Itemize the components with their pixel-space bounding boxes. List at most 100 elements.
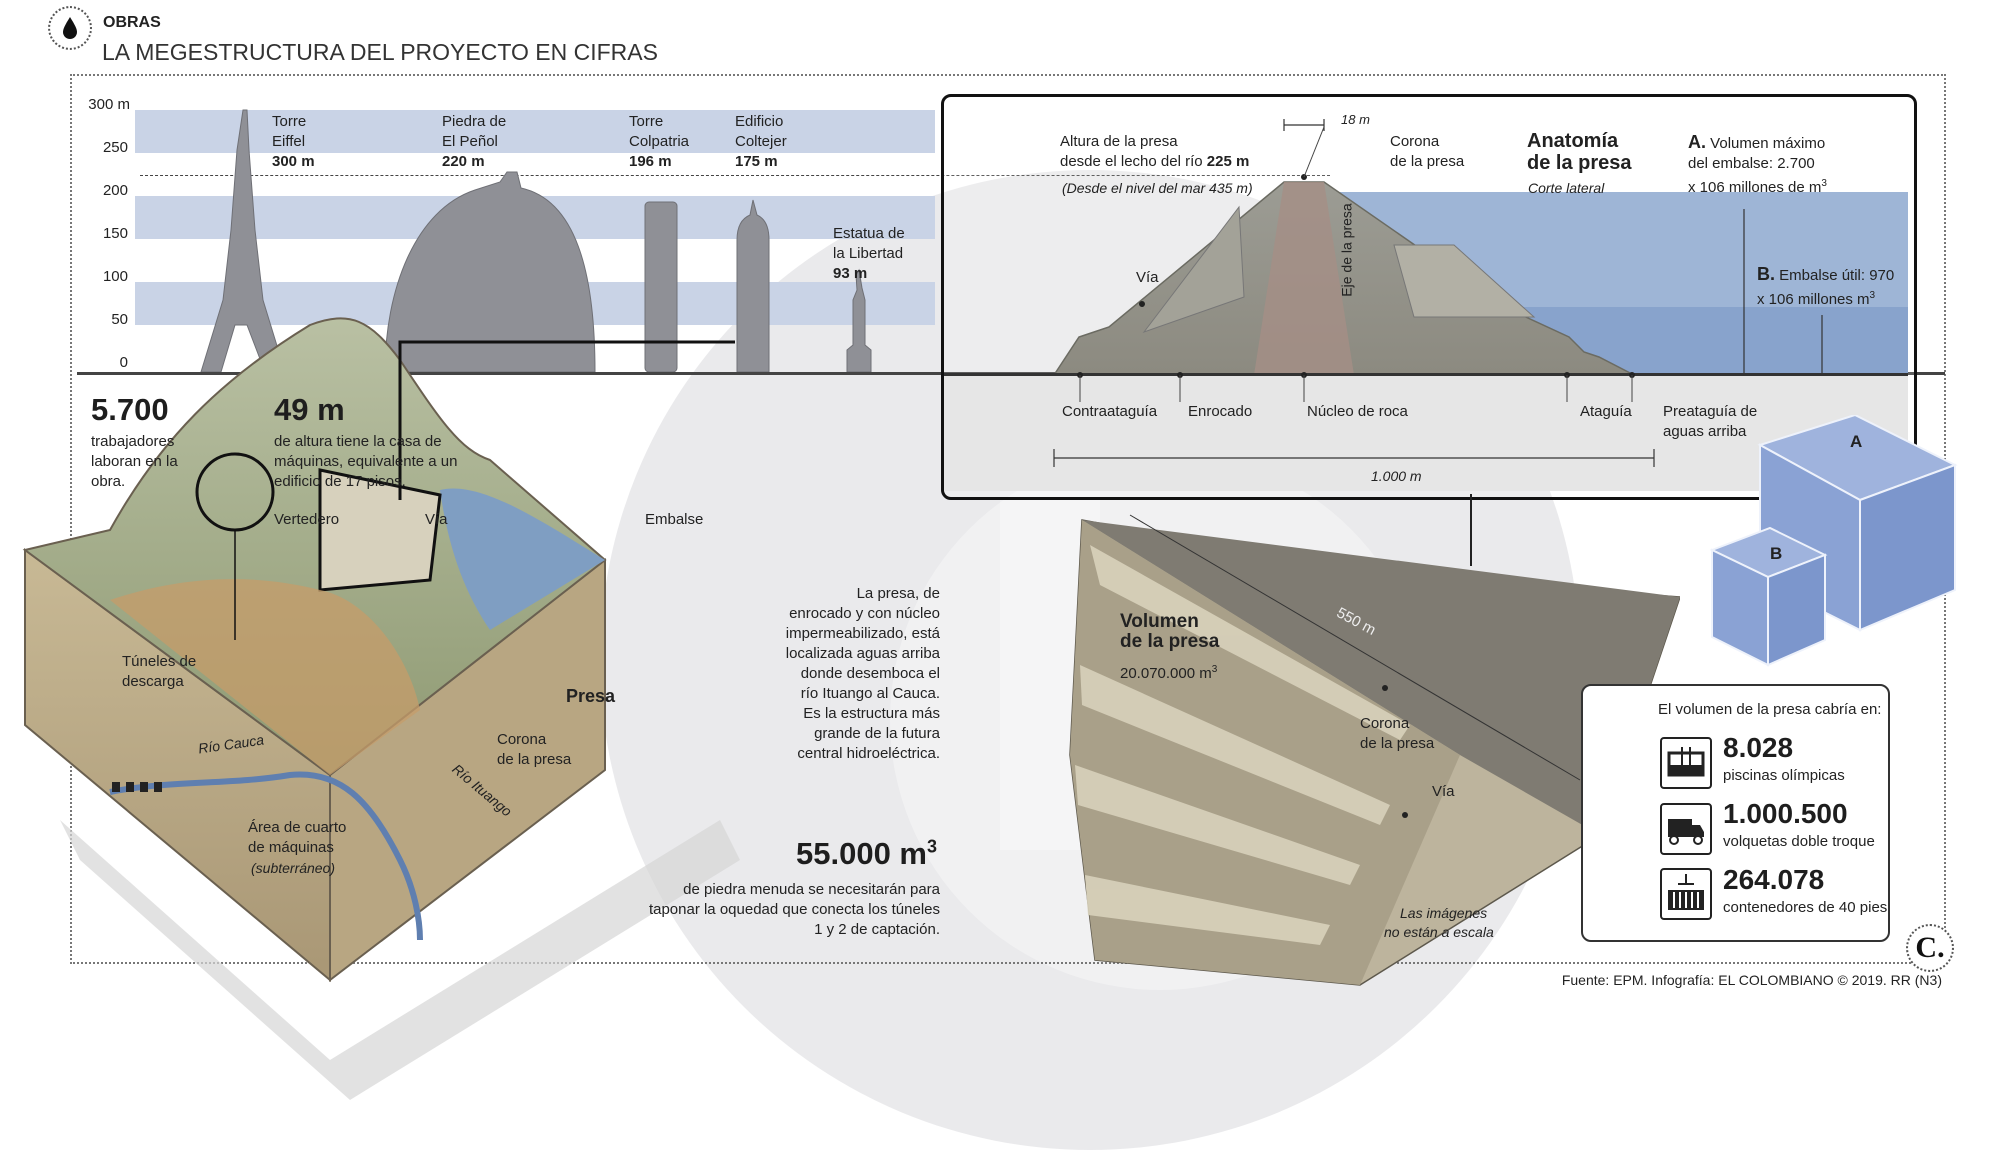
anatomy-preataguia-2: aguas arriba <box>1663 423 1747 440</box>
workers-number: 5.700 <box>91 392 169 427</box>
stone-volume-number: 55.000 m3 <box>796 836 938 871</box>
stone-text-1: de piedra menuda se necesitarán para <box>683 881 940 898</box>
anatomy-ataguia: Ataguía <box>1580 403 1632 420</box>
volume-corona-2: de la presa <box>1360 735 1435 752</box>
scale-note-1: Las imágenes <box>1400 905 1488 921</box>
label-eiffel-height: 300 m <box>272 153 315 170</box>
comparison-title: El volumen de la presa cabría en: <box>1658 701 1882 718</box>
machine-house-number: 49 m <box>274 392 345 427</box>
label-liberty-height: 93 m <box>833 265 868 282</box>
label-corona-terrain-1: Corona <box>497 731 547 748</box>
section-label: OBRAS <box>103 14 161 31</box>
y-tick-50: 50 <box>111 311 128 328</box>
label-tuneles-1: Túneles de <box>122 653 197 670</box>
volume-value: 20.070.000 m3 <box>1120 664 1218 682</box>
workers-text-1: trabajadores <box>91 433 175 450</box>
comparison-box <box>1581 684 1890 942</box>
statue-of-liberty-silhouette <box>846 268 872 373</box>
anatomy-subtitle: Corte lateral <box>1528 180 1605 196</box>
volume-corona-1: Corona <box>1360 715 1410 732</box>
anatomy-height-2: desde el lecho del río 225 m <box>1060 153 1250 170</box>
label-vertedero: Vertedero <box>274 511 340 528</box>
vol-a-line-1: A. Volumen máximo <box>1688 132 1826 152</box>
comparison-label-1: piscinas olímpicas <box>1723 767 1845 784</box>
coltejer-building-silhouette <box>736 199 770 373</box>
comparison-label-3: contenedores de 40 pies <box>1723 899 1888 916</box>
vol-b-line-2: x 106 millones m3 <box>1757 290 1876 308</box>
comparison-value-3: 264.078 <box>1723 864 1825 895</box>
cube-b-label: B <box>1770 544 1783 563</box>
description-2: enrocado y con núcleo <box>789 605 940 622</box>
label-coltejer-2: Coltejer <box>735 133 787 150</box>
description-4: localizada aguas arriba <box>785 645 940 662</box>
penol-rock-silhouette <box>384 171 596 373</box>
vol-a-line-3: x 106 millones de m3 <box>1688 178 1827 196</box>
description-5: donde desemboca el <box>800 665 940 682</box>
label-area-maquinas-3: (subterráneo) <box>251 860 336 876</box>
pool-icon <box>1660 737 1712 789</box>
volume-via: Vía <box>1432 783 1455 800</box>
dam-cross-section <box>944 119 1908 491</box>
stone-text-3: 1 y 2 de captación. <box>814 921 940 938</box>
label-coltejer-1: Edificio <box>735 113 784 130</box>
comparison-value-1: 8.028 <box>1723 732 1794 763</box>
label-embalse: Embalse <box>645 511 704 528</box>
label-liberty-1: Estatua de <box>833 225 905 242</box>
label-penol-2: El Peñol <box>442 133 498 150</box>
height-reference-line <box>140 175 1330 176</box>
anatomy-preataguia-1: Preataguía de <box>1663 403 1758 420</box>
label-penol-height: 220 m <box>442 153 485 170</box>
anatomy-height-1: Altura de la presa <box>1060 133 1178 150</box>
page-title: LA MEGESTRUCTURA DEL PROYECTO EN CIFRAS <box>102 39 658 65</box>
cube-a-label: A <box>1850 432 1863 451</box>
description-3: impermeabilizado, está <box>785 625 940 642</box>
y-tick-250: 250 <box>102 139 128 156</box>
label-area-maquinas-2: de máquinas <box>248 839 334 856</box>
anatomy-corona-1: Corona <box>1390 133 1440 150</box>
volume-title-2: de la presa <box>1120 631 1220 652</box>
anatomy-via: Vía <box>1136 269 1159 286</box>
anatomy-eje: Eje de la presa <box>1338 203 1355 297</box>
label-colpatria-2: Colpatria <box>629 133 690 150</box>
anatomy-down-arrow <box>1470 494 1472 566</box>
description-9: central hidroeléctrica. <box>797 745 940 762</box>
container-icon <box>1660 868 1712 920</box>
label-area-maquinas-1: Área de cuarto <box>248 819 347 836</box>
label-presa: Presa <box>566 686 616 706</box>
label-colpatria-1: Torre <box>629 113 664 130</box>
y-tick-100: 100 <box>102 268 128 285</box>
label-eiffel-2: Eiffel <box>272 133 306 150</box>
label-penol-1: Piedra de <box>442 113 507 130</box>
anatomy-contraataguia: Contraataguía <box>1062 403 1158 420</box>
label-liberty-2: la Libertad <box>833 245 904 262</box>
terrain-illustration <box>22 317 740 1100</box>
section-icon <box>48 6 92 50</box>
label-colpatria-height: 196 m <box>629 153 672 170</box>
anatomy-title-1: Anatomía <box>1527 130 1619 152</box>
label-tuneles-2: descarga <box>122 673 184 690</box>
comparison-value-2: 1.000.500 <box>1723 798 1848 829</box>
scale-note-2: no están a escala <box>1384 924 1494 940</box>
anatomy-title-2: de la presa <box>1527 152 1632 174</box>
workers-text-2: laboran en la <box>91 453 178 470</box>
y-tick-300: 300 m <box>88 96 130 113</box>
publisher-logo: C. <box>1906 924 1954 972</box>
anatomy-corona-2: de la presa <box>1390 153 1465 170</box>
landmark-silhouettes <box>200 109 872 373</box>
anatomy-width: 1.000 m <box>1371 468 1422 484</box>
anatomy-enrocado: Enrocado <box>1188 403 1253 420</box>
y-tick-200: 200 <box>102 182 128 199</box>
volume-title-1: Volumen <box>1120 611 1199 632</box>
anatomy-height-note: (Desde el nivel del mar 435 m) <box>1062 180 1253 196</box>
anatomy-nucleo: Núcleo de roca <box>1307 403 1408 420</box>
comparison-label-2: volquetas doble troque <box>1723 833 1875 850</box>
y-tick-150: 150 <box>102 225 128 242</box>
source-credit: Fuente: EPM. Infografía: EL COLOMBIANO ©… <box>1561 972 1942 988</box>
label-eiffel-1: Torre <box>272 113 307 130</box>
eiffel-tower-silhouette <box>200 109 286 373</box>
stone-text-2: taponar la oquedad que conecta los túnel… <box>648 901 940 918</box>
description-6: río Ituango al Cauca. <box>800 685 940 702</box>
label-corona-terrain-2: de la presa <box>497 751 572 768</box>
label-via-terrain: Vía <box>425 511 448 528</box>
machine-house-text-1: de altura tiene la casa de <box>274 433 442 450</box>
